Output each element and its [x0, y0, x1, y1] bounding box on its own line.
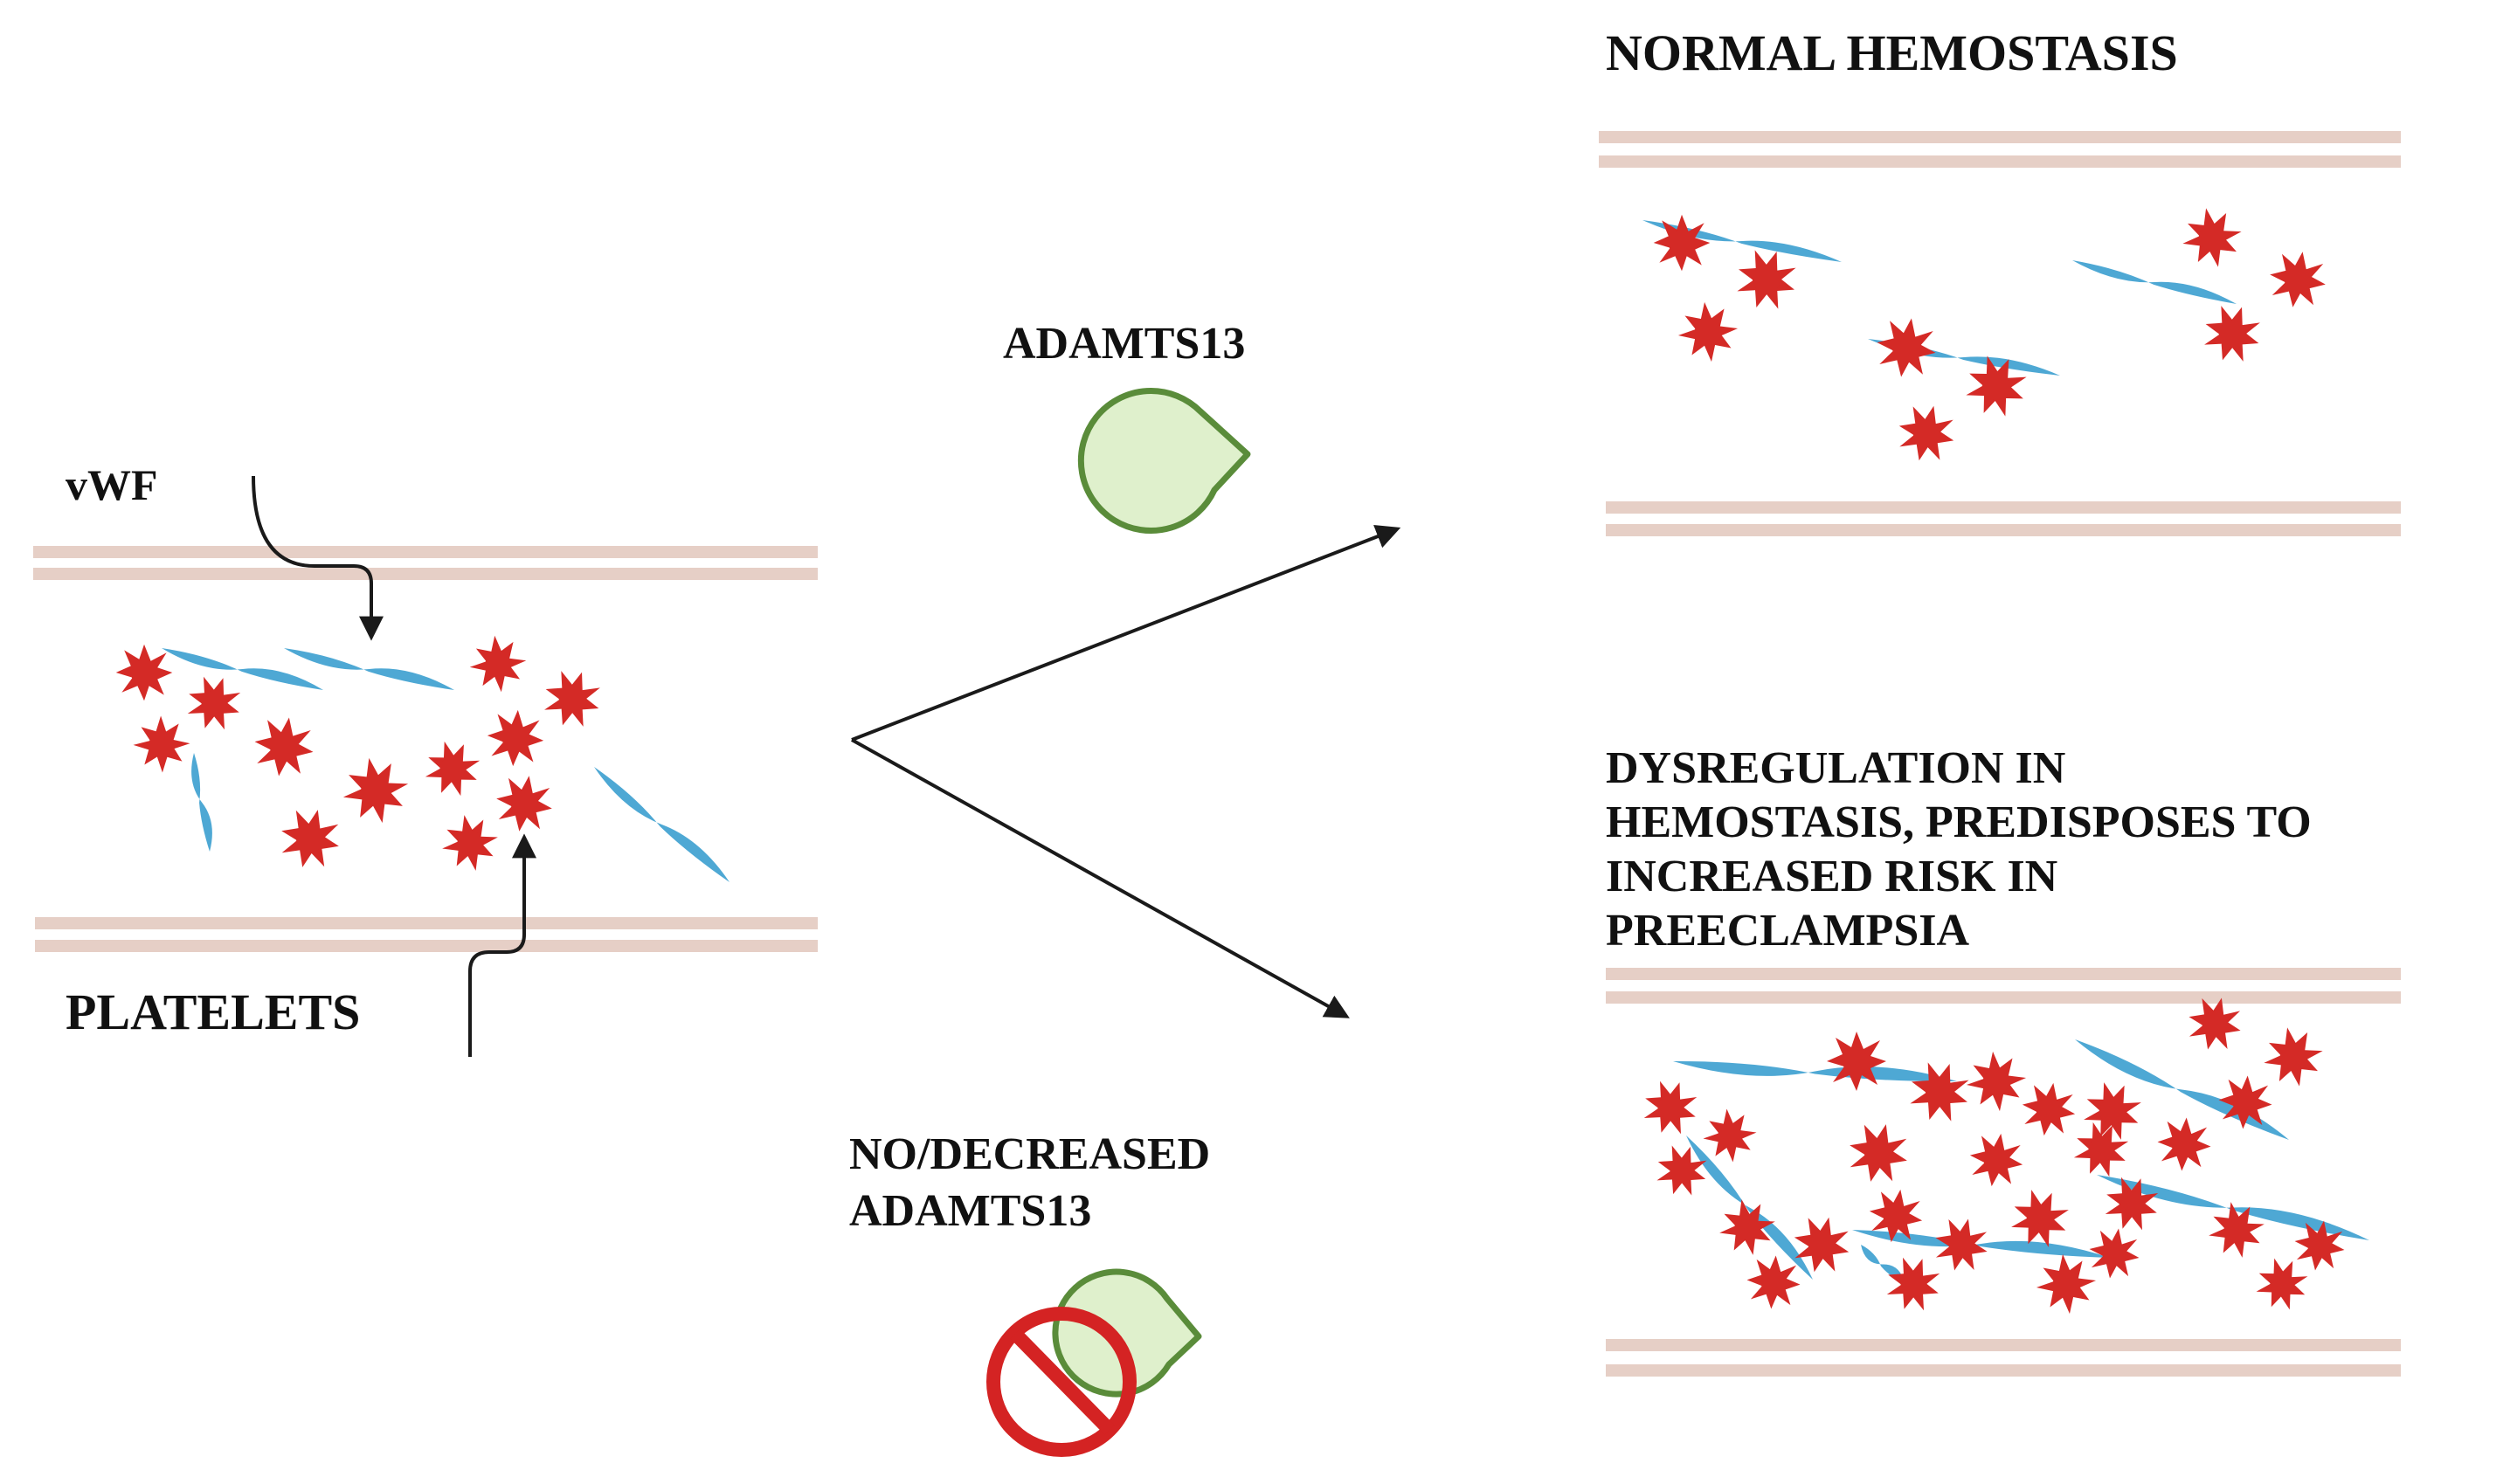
- arrow-to-normal-icon: [851, 525, 1401, 742]
- normal-hemostasis-title: NORMAL HEMOSTASIS: [1606, 24, 2178, 81]
- left-vessel-bottom-wall: [35, 917, 818, 952]
- pacman-enzyme-icon: [1077, 388, 1251, 534]
- platelet-icon: [2248, 1250, 2316, 1318]
- platelet-icon: [1669, 293, 1747, 371]
- platelet-icon: [1842, 1116, 1915, 1190]
- branch-arrows: [851, 525, 1401, 1018]
- platelets-pointer-arrow-icon: [468, 833, 536, 1057]
- platelet-icon: [273, 802, 347, 875]
- no-decreased-label-line1: NO/DECREASED: [849, 1129, 1210, 1179]
- dysregulation-title-line3: INCREASED RISK IN: [1606, 852, 2057, 901]
- platelet-icon: [249, 712, 319, 782]
- platelet-icon: [536, 662, 609, 735]
- vwf-strand-icon: [191, 753, 212, 852]
- platelet-icon: [2173, 198, 2251, 277]
- platelet-icon: [1871, 313, 1941, 383]
- left-vessel-top-wall: [33, 546, 818, 580]
- vwf-strand-icon: [284, 648, 454, 690]
- dysregulation-vessel: [1606, 968, 2401, 1377]
- vwf-pointer-arrow-icon: [252, 475, 384, 641]
- dysregulation-vessel-top-wall: [1606, 968, 2401, 1004]
- platelet-icon: [433, 806, 507, 880]
- dysregulation-vessel-bottom-wall: [1606, 1339, 2401, 1377]
- platelet-icon: [1891, 398, 1961, 468]
- vwf-strands-left: [162, 648, 730, 882]
- platelet-icon: [485, 707, 546, 769]
- platelet-icon: [1965, 1129, 2028, 1191]
- platelet-icon: [2017, 1078, 2080, 1141]
- platelets-label: PLATELETS: [66, 984, 360, 1040]
- platelet-icon: [417, 733, 488, 804]
- vwf-strand-icon: [594, 767, 730, 882]
- platelet-icon: [115, 644, 173, 701]
- platelet-icon: [491, 770, 557, 837]
- vwf-strands-normal: [1642, 220, 2237, 376]
- platelet-icon: [2254, 1018, 2333, 1096]
- arrow-to-dysregulation-icon: [851, 738, 1350, 1018]
- left-vessel: [33, 546, 818, 952]
- platelet-icon: [1957, 1042, 2036, 1121]
- inhibition-sign-icon: [986, 1307, 1137, 1457]
- platelets-left: [115, 626, 609, 880]
- vwf-strand-icon: [1686, 1135, 1813, 1280]
- no-decreased-label-line2: ADAMTS13: [849, 1186, 1091, 1236]
- platelet-icon: [2075, 1073, 2150, 1149]
- platelet-icon: [1635, 1073, 1705, 1142]
- dysregulation-title-line4: PREECLAMPSIA: [1606, 906, 1969, 956]
- vwf-strand-icon: [162, 648, 323, 690]
- platelet-icon: [460, 626, 536, 701]
- platelet-icon: [1649, 1137, 1715, 1204]
- platelet-icon: [2154, 1115, 2214, 1174]
- platelet-icon: [1878, 1249, 1948, 1319]
- vwf-strand-icon: [2072, 260, 2237, 304]
- vwf-strand-icon: [1852, 1230, 2110, 1258]
- platelets-normal: [1653, 198, 2331, 468]
- platelet-icon: [123, 706, 200, 783]
- dysregulation-title-line1: DYSREGULATION IN: [1606, 743, 2065, 793]
- platelet-icon: [2195, 297, 2269, 370]
- platelet-icon: [1827, 1032, 1886, 1091]
- dysregulation-title-line2: HEMOSTASIS, PREDISPOSES TO: [1606, 797, 2312, 847]
- normal-vessel: [1599, 131, 2401, 536]
- platelet-icon: [333, 748, 418, 833]
- vwf-strand-icon: [1673, 1060, 1957, 1082]
- platelet-icon: [1744, 1253, 1803, 1312]
- platelet-icon: [179, 668, 249, 738]
- vwf-strand-icon: [1861, 1245, 1905, 1284]
- platelet-icon: [1787, 1210, 1857, 1280]
- platelet-icon: [1901, 1053, 1978, 1130]
- normal-vessel-bottom-wall: [1606, 501, 2401, 536]
- vwf-label: vWF: [66, 460, 158, 509]
- adamts13-label: ADAMTS13: [1003, 319, 1245, 369]
- vwf-strands-dysregulation: [1673, 1039, 2369, 1284]
- platelets-dysregulation: [1635, 990, 2349, 1323]
- normal-vessel-top-wall: [1599, 131, 2401, 168]
- platelet-icon: [2265, 246, 2331, 313]
